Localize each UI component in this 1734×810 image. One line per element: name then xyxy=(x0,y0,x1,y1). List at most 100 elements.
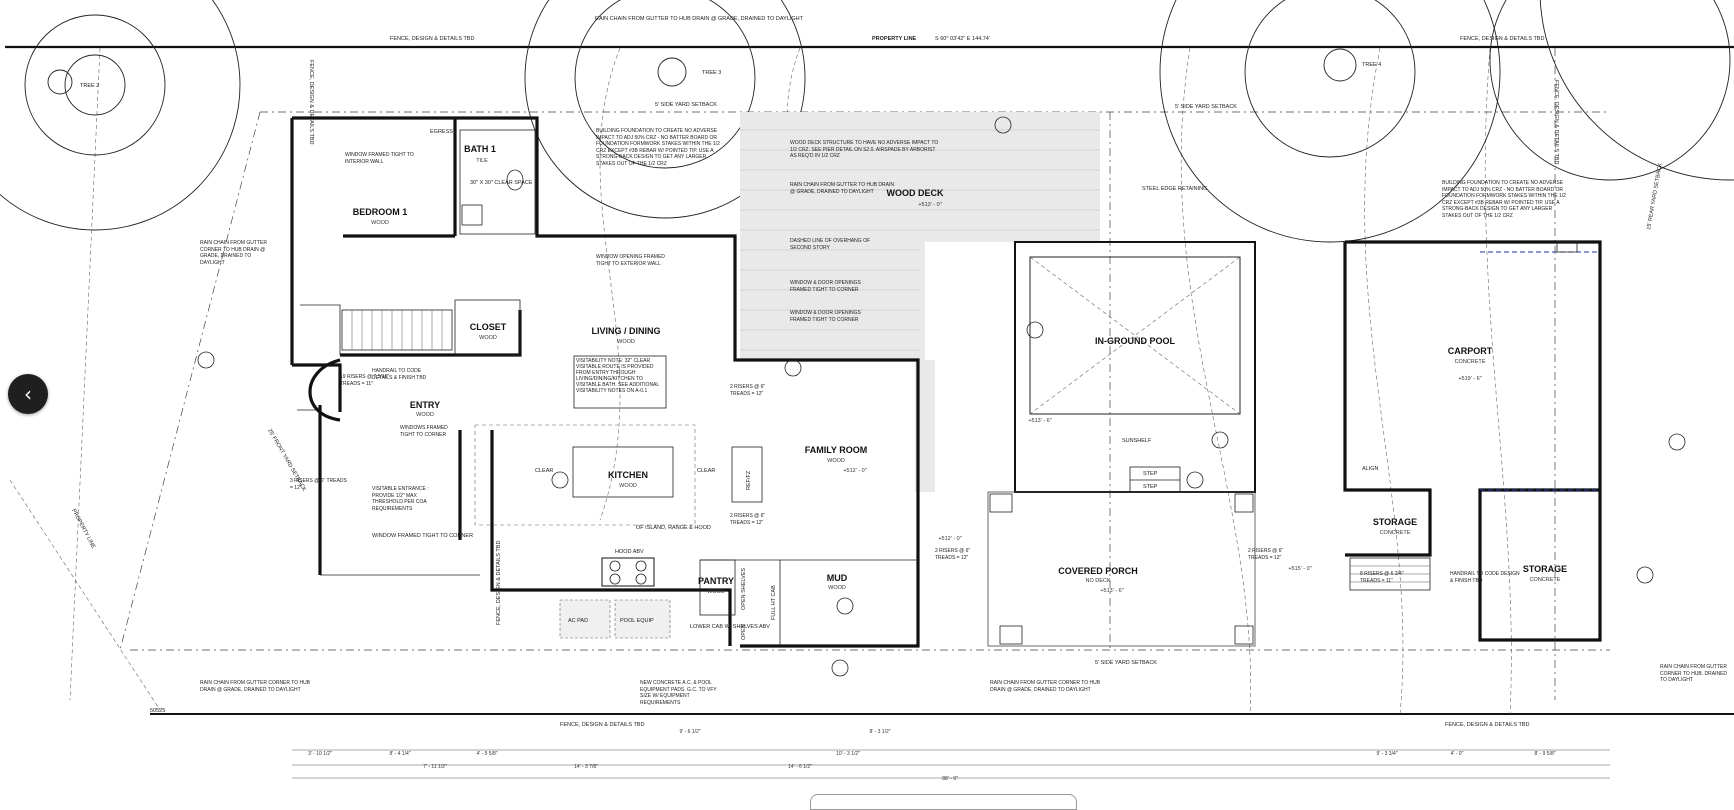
bottom-panel-tab[interactable] xyxy=(810,794,1077,810)
room-family-finish: WOOD xyxy=(827,458,845,464)
dim-3: 4' - 5 5/8" xyxy=(476,751,497,757)
bath-outline xyxy=(459,129,536,235)
fence-vert-right-label: FENCE, DESIGN & DETAILS TBD xyxy=(1553,80,1559,164)
fence-vert-lower-label: FENCE, DESIGN & DETAILS TBD xyxy=(496,541,502,625)
room-bath-finish: TILE xyxy=(476,158,488,164)
code-note: 50525 xyxy=(150,708,165,714)
kitchen-outline xyxy=(474,424,696,526)
tree-2: TREE 2 xyxy=(0,0,241,231)
rain-chain-deck-note: RAIN CHAIN FROM GUTTER TO HUB DRAIN @ GR… xyxy=(790,182,894,195)
dim-7: 10' - 3 1/2" xyxy=(836,751,860,757)
room-mud: MUD xyxy=(827,573,848,583)
elev-carport: +519' - 6" xyxy=(1458,376,1481,382)
room-covered-porch: COVERED PORCH xyxy=(1058,566,1138,576)
risers-entry-note: 3 RISERS @ 6" TREADS = 12" xyxy=(290,478,347,491)
room-closet-finish: WOOD xyxy=(479,335,497,341)
range-hood xyxy=(601,557,655,587)
room-pantry: PANTRY xyxy=(698,576,734,586)
window-door-note-2: WINDOW & DOOR OPENINGS FRAMED TIGHT TO C… xyxy=(790,310,861,323)
sunshelf-label: SUNSHELF xyxy=(1122,438,1152,444)
contour-line-1 xyxy=(69,47,101,701)
room-pantry-finish: WOOD xyxy=(707,589,725,595)
ref-label: REF/FZ xyxy=(746,470,752,490)
side-setback-right-label: 5' SIDE YARD SETBACK xyxy=(1175,104,1237,110)
step-label-2: STEP xyxy=(1143,484,1158,490)
kitchen-island xyxy=(572,446,674,498)
fence-vert-left-label: FENCE, DESIGN & DETAILS TBD xyxy=(308,60,314,144)
room-bedroom-finish: WOOD xyxy=(371,220,389,226)
clear-space-note: 30" X 30" CLEAR SPACE xyxy=(470,180,533,186)
elev-family: +512' - 0" xyxy=(843,468,866,474)
clear-right-note: CLEAR xyxy=(697,468,715,474)
window-framed-corner-note: WINDOW FRAMED TIGHT TO CORNER xyxy=(372,533,473,539)
dimension-lines xyxy=(292,749,1610,779)
pantry-outline xyxy=(699,559,736,616)
elev-porch: +513' - 6" xyxy=(1100,588,1123,594)
rain-chain-bottom-right-note: RAIN CHAIN FROM GUTTER CORNER TO HUB. DR… xyxy=(1660,664,1728,683)
window-door-note-1: WINDOW & DOOR OPENINGS FRAMED TIGHT TO C… xyxy=(790,280,861,293)
room-living-dining: LIVING / DINING xyxy=(591,326,660,336)
dim-4: 7' - 11 1/2" xyxy=(423,764,447,770)
handrail-right-note: HANDRAIL TO CODE DESIGN & FINISH TBD xyxy=(1450,571,1520,584)
refrigerator xyxy=(731,446,763,503)
clear-left-note: CLEAR xyxy=(535,468,553,474)
egress-note: EGRESS xyxy=(430,129,453,135)
visitable-entrance-note: VISITABLE ENTRANCE : PROVIDE 1/2" MAX TH… xyxy=(372,486,429,512)
open-shelves-note: OPEN SHELVES xyxy=(741,568,747,610)
room-kitchen-finish: WOOD xyxy=(619,483,637,489)
section-markers xyxy=(197,116,1686,677)
room-storage-2-finish: CONCRETE xyxy=(1530,577,1561,583)
room-bedroom: BEDROOM 1 xyxy=(353,207,408,217)
island-note: OF ISLAND, RANGE & HOOD xyxy=(636,525,711,531)
room-family: FAMILY ROOM xyxy=(805,445,868,455)
toilet-icon xyxy=(506,169,524,191)
sink-icon xyxy=(461,204,483,226)
risers-porch-right-note: 2 RISERS @ 6" TREADS = 12" xyxy=(1248,548,1284,561)
side-setback-bottom-label: 5' SIDE YARD SETBACK xyxy=(1095,660,1157,666)
room-closet: CLOSET xyxy=(470,322,507,332)
risers-family-note: 2 RISERS @ 6" TREADS = 12" xyxy=(730,513,766,526)
dim-13: 88' - 9" xyxy=(942,776,958,782)
contour-line-4 xyxy=(1484,47,1512,715)
property-line-label: PROPERTY LINE xyxy=(872,36,917,42)
pool-equip-label: POOL EQUIP xyxy=(620,618,654,624)
hood-note: HOOD ABV xyxy=(615,549,644,555)
windows-framed-entry-note: WINDOWS FRAMED TIGHT TO CORNER xyxy=(400,425,448,438)
property-line-left-label: PROPERTY LINE xyxy=(70,508,96,550)
dim-1: 3' - 10 1/2" xyxy=(308,751,332,757)
tree-2-label: TREE 2 xyxy=(80,83,99,89)
dim-5: 14' - 3 7/8" xyxy=(574,764,598,770)
handrail-left-note: HANDRAIL TO CODE DETAILS & FINISH TBD xyxy=(372,368,427,381)
room-wood-deck: WOOD DECK xyxy=(887,188,944,198)
rain-chain-bottom-mid-note: RAIN CHAIN FROM GUTTER CORNER TO HUB DRA… xyxy=(990,680,1101,693)
tree-canopy-right-inner xyxy=(1489,0,1731,181)
fence-label-bottom-right: FENCE, DESIGN & DETAILS TBD xyxy=(1445,722,1529,728)
elev-pool: +513' - 6" xyxy=(1028,418,1051,424)
side-setback-left-label: 5' SIDE YARD SETBACK xyxy=(655,102,717,108)
contour-line-3 xyxy=(1364,47,1404,715)
lower-cab-note: LOWER CAB W/ SHELVES ABV xyxy=(690,624,770,630)
dim-12: 8' - 9 5/8" xyxy=(1534,751,1555,757)
wood-deck-hatch xyxy=(740,112,1100,492)
fence-label-right: FENCE, DESIGN & DETAILS TBD xyxy=(1460,36,1544,42)
elev-porch-right: +515' - 0" xyxy=(1288,566,1311,572)
in-ground-pool xyxy=(1014,241,1256,493)
previous-image-button[interactable]: ‹ xyxy=(8,374,48,414)
room-mud-finish: WOOD xyxy=(828,585,846,591)
step-label-1: STEP xyxy=(1143,471,1158,477)
dim-2: 8' - 4 1/4" xyxy=(389,751,410,757)
risers-stair-note: 19 RISERS @ 7 5/16" TREADS = 11" xyxy=(340,374,390,387)
foundation-right-note: BUILDING FOUNDATION TO CREATE NO ADVERSE… xyxy=(1442,180,1566,219)
steel-edge-note: STEEL EDGE RETAINING xyxy=(1142,186,1207,192)
room-bath: BATH 1 xyxy=(464,144,496,154)
dim-9: 8' - 3 1/2" xyxy=(869,729,890,735)
elev-porch-left: +512' - 0" xyxy=(938,536,961,542)
room-storage-1-finish: CONCRETE xyxy=(1380,530,1411,536)
foundation-left-note: BUILDING FOUNDATION TO CREATE NO ADVERSE… xyxy=(596,128,720,167)
dim-11: 4' - 0" xyxy=(1451,751,1464,757)
room-carport-finish: CONCRETE xyxy=(1455,359,1486,365)
room-storage-2: STORAGE xyxy=(1523,564,1567,574)
interior-stair xyxy=(308,309,453,422)
room-living-finish: WOOD xyxy=(617,339,635,345)
